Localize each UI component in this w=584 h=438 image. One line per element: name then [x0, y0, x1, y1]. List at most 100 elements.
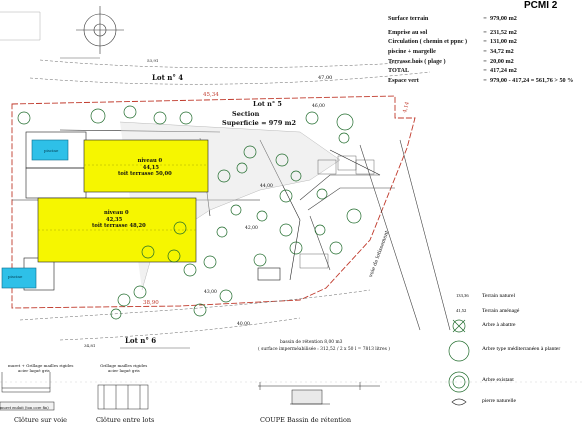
- pool-top-label: piscine: [44, 148, 59, 153]
- dim-46-00: 46,00: [312, 104, 325, 109]
- terrain-naturel-icon: 133,36: [456, 293, 469, 298]
- tree-icon: [236, 162, 248, 174]
- parcel-boundary: [11, 95, 416, 309]
- terrain-amenage-icon: 41,52: [456, 308, 467, 313]
- tree-icon: [279, 189, 293, 203]
- dim-34-81: 34,81: [84, 343, 96, 348]
- tree-icon: [110, 308, 122, 320]
- tree-icon: [193, 303, 207, 317]
- legend-label: Arbre à abattre: [482, 322, 516, 328]
- dimension-lines: [60, 57, 190, 349]
- surface-value: 979,00 m2: [490, 15, 517, 23]
- lot5-label: Lot n° 5: [253, 100, 282, 108]
- dim-42-00: 42,00: [245, 226, 258, 231]
- tree-icon: [290, 170, 302, 182]
- superficie-label: Superficie = 979 m2: [222, 119, 297, 127]
- tree-icon: [256, 210, 268, 222]
- surface-eq: =: [483, 48, 487, 56]
- tree-icon: [329, 241, 343, 255]
- surface-eq: =: [483, 15, 487, 23]
- surface-value: 231,52 m2: [490, 28, 517, 36]
- cloture-voie-note2: acier laqué gris: [18, 368, 50, 373]
- lot-access-road: [299, 139, 451, 331]
- legend-label: pierre naturelle: [482, 398, 517, 404]
- tree-icon: [173, 221, 187, 235]
- tree-icon: [338, 132, 350, 144]
- dim-44-00: 44,00: [260, 184, 273, 189]
- surface-label: Espace vert: [388, 76, 419, 84]
- cloture-lots-title: Clôture entre lots: [96, 416, 155, 424]
- niveau-bottom-line3: toit terrasse 48,20: [92, 223, 146, 229]
- building-top: [83, 139, 209, 193]
- cloture-voie-title: Clôture sur voie: [14, 416, 67, 424]
- surface-value: 979,00 - 417,24 = 561,76 > 50 %: [490, 76, 574, 84]
- lot6-label: Lot n° 6: [125, 336, 157, 345]
- niveau-bottom-line2: 42,35: [106, 216, 123, 223]
- pool-bottom-label: piscine: [8, 274, 23, 279]
- legend-icons: [448, 319, 470, 406]
- tree-icon: [183, 263, 197, 277]
- cloture-voie-detail: [0, 372, 55, 411]
- tree-icon: [117, 293, 131, 307]
- tree-icon: [153, 111, 167, 125]
- tree-icon: [289, 241, 303, 255]
- tree-icon: [314, 224, 326, 236]
- section-label: Section: [232, 110, 260, 118]
- surface-label: TOTAL: [388, 67, 410, 75]
- tree-icon: [243, 145, 257, 159]
- surface-row: Surface terrain =979,00 m2: [388, 14, 582, 24]
- coupe-bassin-detail: [258, 382, 380, 405]
- surface-row: TOTAL =417,24 m2: [388, 66, 582, 76]
- lot4-label: Lot n° 4: [152, 73, 184, 82]
- niveau-bottom-line1: niveau 0: [104, 210, 129, 216]
- lot4-contours: [29, 59, 431, 85]
- surface-value: 34,72 m2: [490, 48, 514, 56]
- surface-label: Surface terrain: [388, 15, 429, 23]
- surface-row: Terrasse bois ( plage )=20,00 m2: [388, 56, 582, 66]
- trees-layer: [17, 105, 362, 320]
- tree-icon: [133, 285, 147, 299]
- tree-icon: [203, 255, 217, 269]
- niveau-top-label: niveau 0 44,15 toit terrasse 50,00: [118, 158, 172, 178]
- dim-53-91: 53,91: [147, 58, 159, 63]
- pool-top: [31, 139, 69, 161]
- surface-label: Emprise au sol: [388, 28, 428, 36]
- tree-icon: [230, 204, 242, 216]
- tree-icon: [90, 108, 106, 124]
- surface-eq: =: [483, 76, 487, 84]
- tree-icon: [216, 226, 228, 238]
- compass-icon: [76, 6, 124, 54]
- tree-icon: [179, 111, 193, 125]
- dim-45-34: 45,34: [203, 92, 219, 98]
- cloture-voie-note1: muret + Grillage mailles rigides: [8, 363, 74, 368]
- tree-icon: [217, 169, 231, 183]
- bassin-note: ( surface imperméabilisée : 312,52 / 2 x…: [258, 347, 390, 352]
- bassin-title: bassin de rétention 8,00 m3: [280, 340, 343, 345]
- surface-label: piscine + margelle: [388, 48, 436, 56]
- tree-icon: [336, 113, 354, 131]
- surface-row: Espace vert =979,00 - 417,24 = 561,76 > 5…: [388, 76, 582, 86]
- surface-row: piscine + margelle =34,72 m2: [388, 47, 582, 57]
- retention-basin: [257, 267, 281, 281]
- tree-icon: [346, 208, 362, 224]
- surface-value: 417,24 m2: [490, 67, 517, 75]
- surface-label: Circulation ( chemin et ppnc ): [388, 38, 468, 46]
- tree-icon: [275, 153, 289, 167]
- tree-icon: [253, 253, 267, 267]
- surface-value: 20,00 m2: [490, 57, 514, 65]
- coupe-title: COUPE Bassin de rétention: [260, 416, 352, 424]
- legend-label: Arbre type méditerranéen à planter: [482, 346, 561, 352]
- tree-icon: [141, 245, 155, 259]
- pcmi-label: PCMI 2: [524, 0, 558, 11]
- tree-icon: [167, 249, 181, 263]
- surface-eq: =: [483, 67, 487, 75]
- dim-43-00: 43,00: [204, 290, 217, 295]
- niveau-top-line2: 44,15: [142, 164, 159, 171]
- tree-icon: [279, 223, 293, 237]
- surface-eq: =: [483, 28, 487, 36]
- tree-icon: [305, 111, 319, 125]
- pool-bottom: [1, 267, 37, 289]
- surface-row: Circulation ( chemin et ppnc )=131,00 m2: [388, 37, 582, 47]
